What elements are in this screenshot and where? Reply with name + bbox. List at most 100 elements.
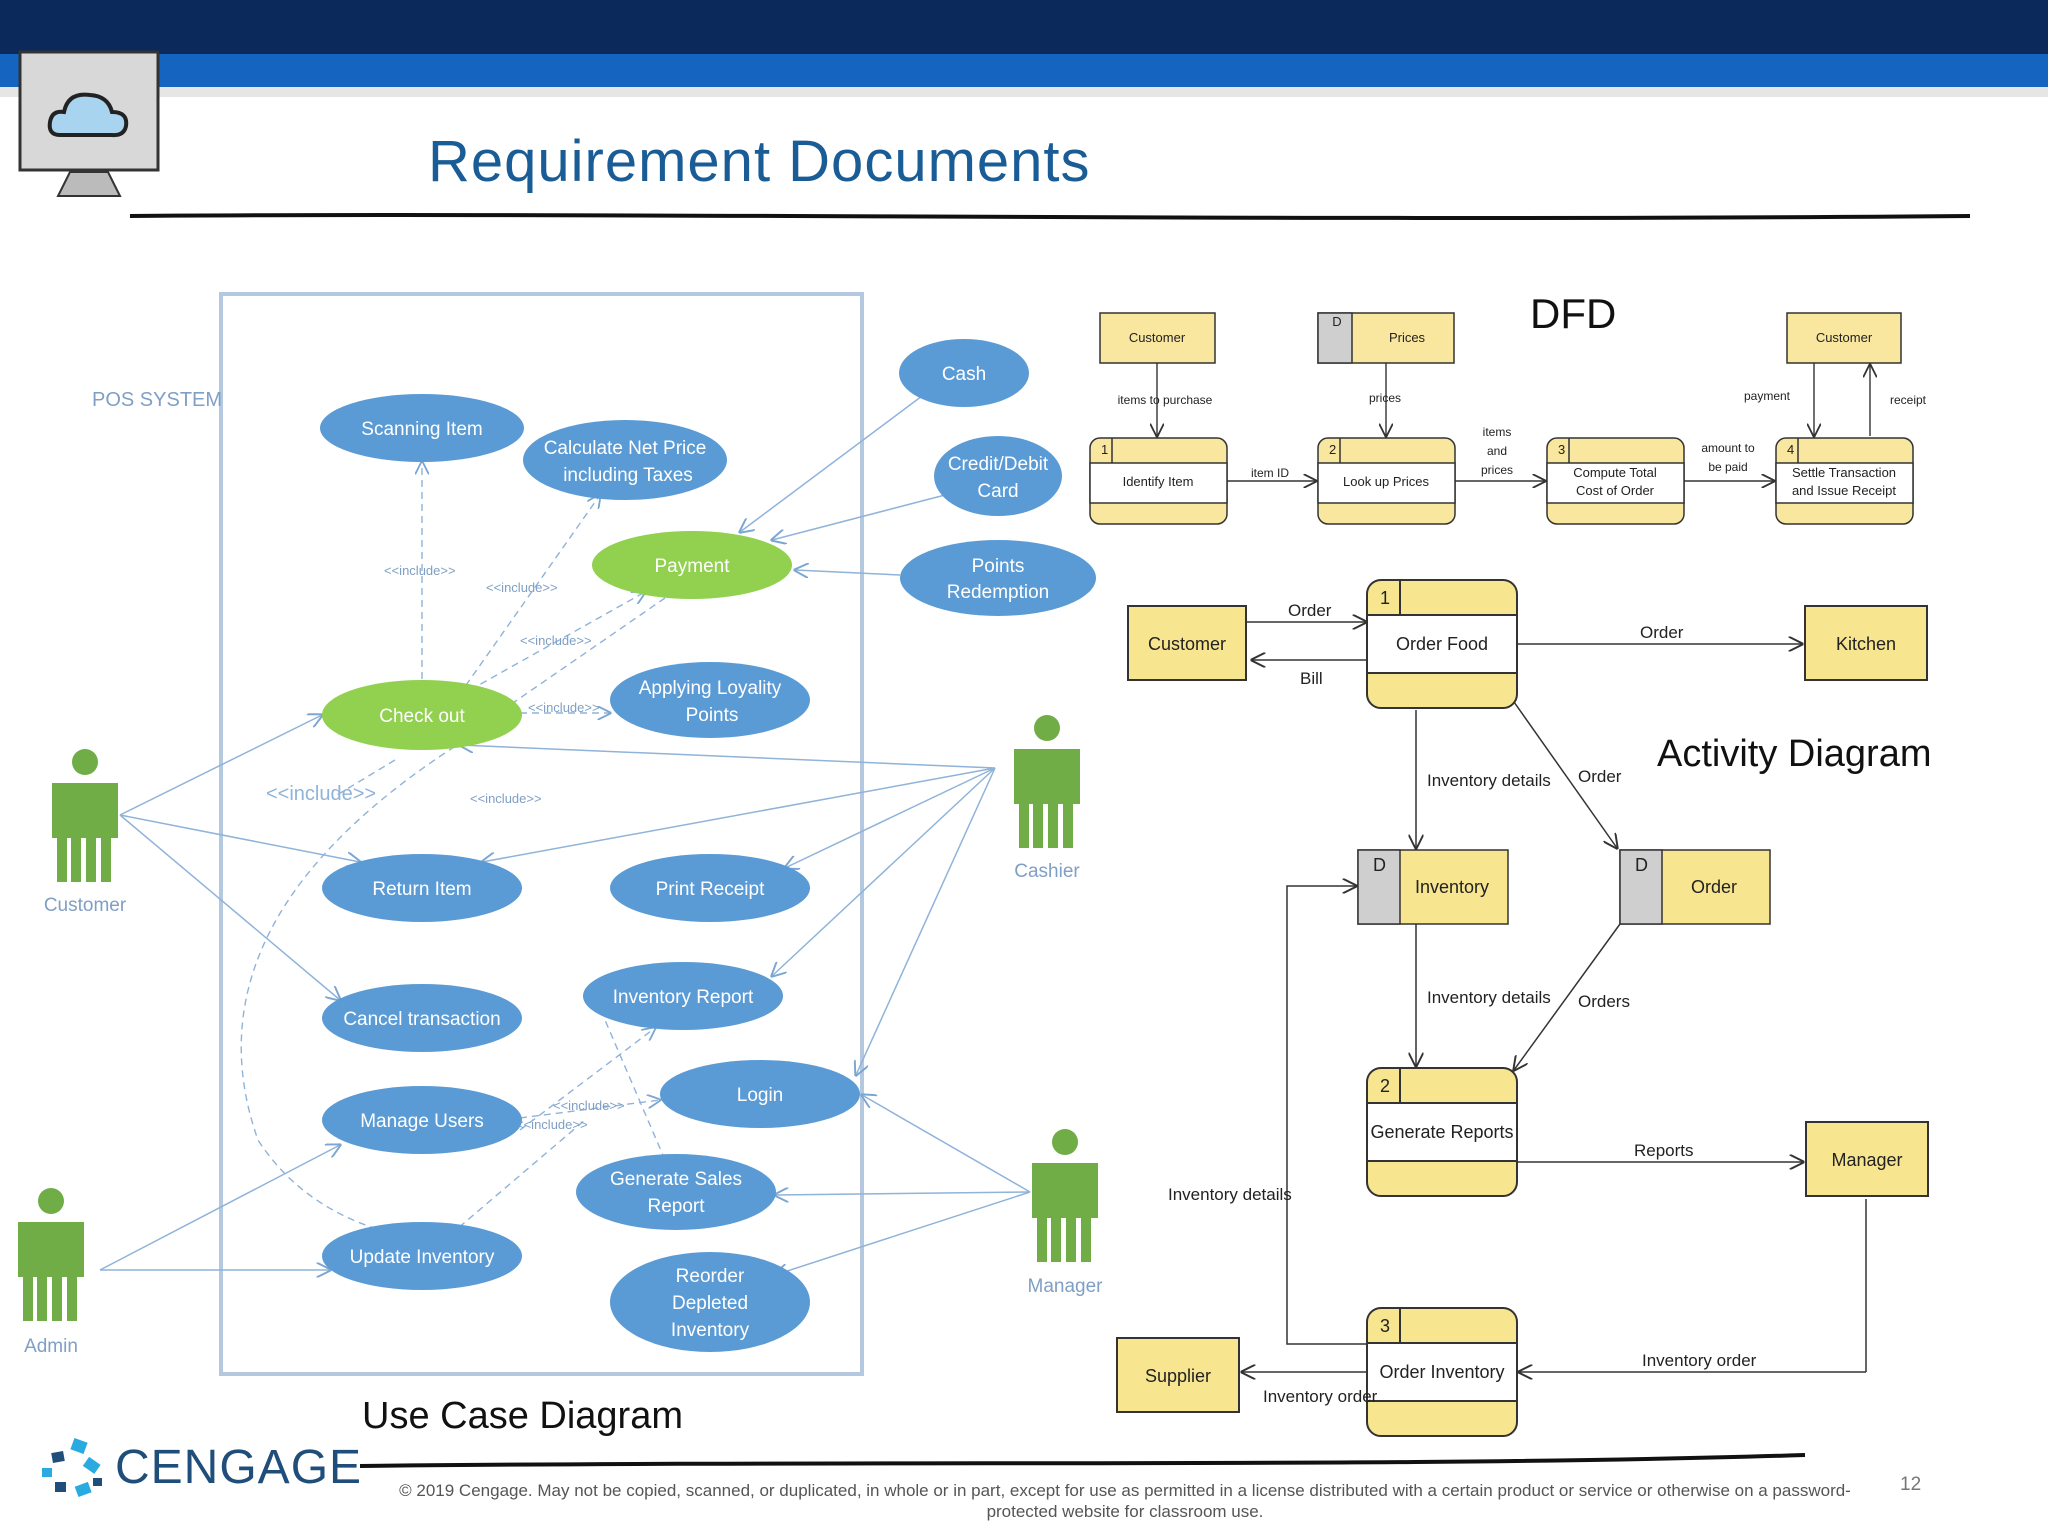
include-label-large: <<include>> (266, 783, 376, 805)
activity-entity-labels: Customer Kitchen Manager Supplier (1145, 634, 1903, 1386)
use-case-check-out (322, 680, 522, 750)
activity-store-labels: D Inventory D Order (1373, 855, 1737, 897)
activity-flow-label: Inventory order (1263, 1387, 1378, 1406)
dfd-flow-label: item ID (1251, 466, 1289, 480)
actor-label-customer: Customer (44, 895, 127, 916)
use-case-label: Points (972, 556, 1025, 577)
dfd-title: DFD (1530, 290, 1616, 337)
use-case-associations (99, 389, 1031, 1275)
use-case-print-receipt (610, 854, 810, 922)
activity-entity-label: Customer (1148, 634, 1226, 654)
use-case-label: Credit/Debit (948, 454, 1049, 475)
dfd-process-label: Look up Prices (1343, 474, 1429, 489)
use-case-inventory-report (583, 962, 783, 1030)
include-label: <<include>> (470, 791, 542, 806)
dfd-entity-customer (1099, 312, 1216, 364)
use-case-cash (899, 339, 1029, 407)
use-case-label: Return Item (372, 879, 471, 900)
activity-process-number: 3 (1380, 1316, 1390, 1336)
use-case-label: Calculate Net Price (544, 438, 707, 459)
dfd-flow-label: items (1483, 425, 1512, 439)
use-case-scanning-item (320, 394, 524, 462)
header-band-dark (0, 0, 2048, 54)
activity-process-label: Order Inventory (1379, 1362, 1504, 1382)
activity-flow-label: Order (1288, 601, 1332, 620)
dfd-process-label: Compute Total (1573, 465, 1657, 480)
header-band-grey (0, 87, 2048, 97)
use-case-cancel-transaction (322, 984, 522, 1052)
activity-flow-label: Order (1578, 767, 1622, 786)
use-case-label: Points (686, 705, 739, 726)
dfd-entities (1099, 312, 1902, 364)
activity-processes (1366, 579, 1518, 1437)
dfd-entity-labels: Customer Prices D Customer (1129, 314, 1873, 345)
use-case-update-inventory (322, 1222, 522, 1290)
dfd-flow-label: and (1487, 444, 1507, 458)
actor-label-cashier: Cashier (1014, 861, 1080, 882)
dfd-entity-customer-2 (1786, 312, 1902, 364)
use-case-label: Manage Users (360, 1111, 484, 1132)
dfd-flows (1157, 363, 1870, 481)
activity-store-d: D (1373, 855, 1386, 875)
dfd-flow-labels: items to purchase prices payment receipt… (1118, 389, 1927, 480)
activity-process-labels: 1 Order Food 2 Generate Reports 3 Order … (1370, 588, 1513, 1382)
use-case-reorder-depleted-inventory (610, 1252, 810, 1352)
dfd-entity-label: Customer (1129, 330, 1186, 345)
use-case-label: Scanning Item (361, 419, 482, 440)
dfd-flow-label: payment (1744, 389, 1791, 403)
use-case-points-redemption (900, 540, 1096, 616)
use-cases: Scanning Item Calculate Net Price includ… (320, 339, 1096, 1352)
use-case-label: Report (647, 1196, 705, 1217)
use-case-label: Redemption (947, 582, 1049, 603)
footer-underline (359, 1453, 1806, 1468)
use-case-label: Cash (942, 364, 986, 385)
use-case-calculate-net-price (523, 420, 727, 500)
dfd-processes (1089, 437, 1914, 525)
use-case-label: Update Inventory (350, 1247, 495, 1268)
activity-flow-label: Reports (1634, 1141, 1694, 1160)
activity-flow-label: Inventory details (1427, 988, 1551, 1007)
activity-entity-label: Supplier (1145, 1366, 1211, 1386)
include-label: <<include>> (384, 563, 456, 578)
dfd-flow-label: amount to (1701, 441, 1755, 455)
activity-flow-label: Inventory details (1427, 771, 1551, 790)
copyright-notice: © 2019 Cengage. May not be copied, scann… (399, 1481, 1851, 1521)
system-label: POS SYSTEM (92, 389, 222, 411)
use-case-label: Print Receipt (656, 879, 765, 900)
use-case-label: Payment (655, 556, 731, 577)
use-case-label: Cancel transaction (343, 1009, 500, 1030)
actor-customer (52, 749, 118, 882)
dfd-flow-label: receipt (1890, 393, 1927, 407)
include-label: <<include>> (553, 1098, 625, 1113)
activity-process-label: Generate Reports (1370, 1122, 1513, 1142)
activity-flow-labels: Order Bill Order Inventory details Order… (1168, 601, 1757, 1406)
dfd-entity-label: Customer (1816, 330, 1873, 345)
use-case-label: Card (977, 481, 1018, 502)
dfd-process-number: 1 (1101, 442, 1108, 457)
activity-flow-label: Bill (1300, 669, 1323, 688)
activity-entity-label: Manager (1831, 1150, 1902, 1170)
use-case-credit-debit (934, 436, 1062, 516)
cengage-logo-icon (42, 1437, 102, 1498)
include-relations (240, 462, 666, 1236)
use-case-label: including Taxes (563, 465, 693, 486)
activity-flow-label: Inventory order (1642, 1351, 1757, 1370)
actor-manager (1032, 1129, 1098, 1262)
activity-flow-label: Order (1640, 623, 1684, 642)
dfd-flow-label: items to purchase (1118, 393, 1213, 407)
use-case-label: Applying Loyality (639, 678, 782, 699)
include-label: <<include>> (516, 1117, 588, 1132)
actor-label-manager: Manager (1028, 1276, 1104, 1297)
include-labels: <<include>> <<include>> <<include>> <<in… (384, 563, 625, 1132)
title-underline (129, 213, 1971, 220)
use-case-login (660, 1060, 860, 1128)
use-case-label: Depleted (672, 1293, 748, 1314)
use-case-label: Inventory Report (613, 987, 754, 1008)
activity-flow-label: Inventory details (1168, 1185, 1292, 1204)
actor-cashier (1014, 715, 1080, 848)
use-case-caption: Use Case Diagram (362, 1395, 683, 1437)
activity-flow-label: Orders (1578, 992, 1630, 1011)
dfd-process-labels: 1 Identify Item 2 Look up Prices 3 Compu… (1101, 442, 1896, 498)
use-case-payment (592, 531, 792, 599)
